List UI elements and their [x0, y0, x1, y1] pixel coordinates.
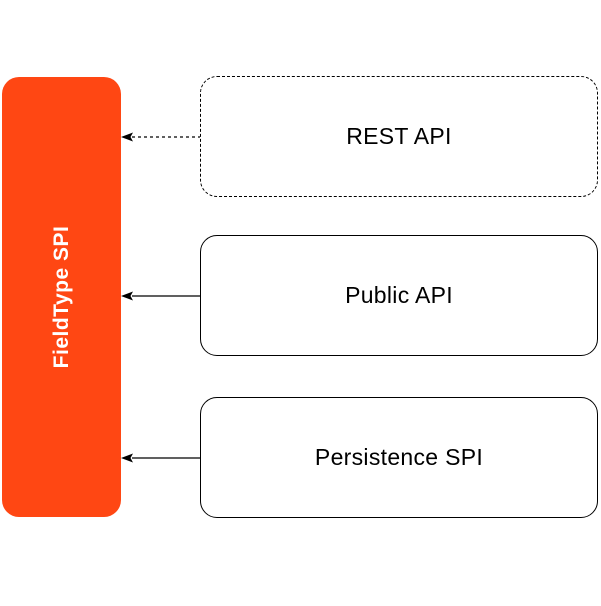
rest-api-arrow: [121, 132, 200, 142]
rest-api-label: REST API: [346, 123, 452, 149]
public-api-label: Public API: [345, 282, 453, 308]
persistence-spi-arrow: [121, 453, 200, 463]
persistence-spi-label: Persistence SPI: [314, 444, 484, 470]
fieldtype-spi-label: FieldType SPI: [49, 225, 73, 369]
fieldtype-spi-block: FieldType SPI: [2, 77, 121, 517]
public-api-box: Public API: [200, 235, 598, 356]
persistence-spi-arrowhead-icon: [121, 453, 133, 463]
rest-api-box: REST API: [200, 76, 598, 197]
public-api-arrow: [121, 291, 200, 301]
persistence-spi-box: Persistence SPI: [200, 397, 598, 518]
rest-api-arrowhead-icon: [121, 132, 133, 142]
public-api-arrowhead-icon: [121, 291, 133, 301]
